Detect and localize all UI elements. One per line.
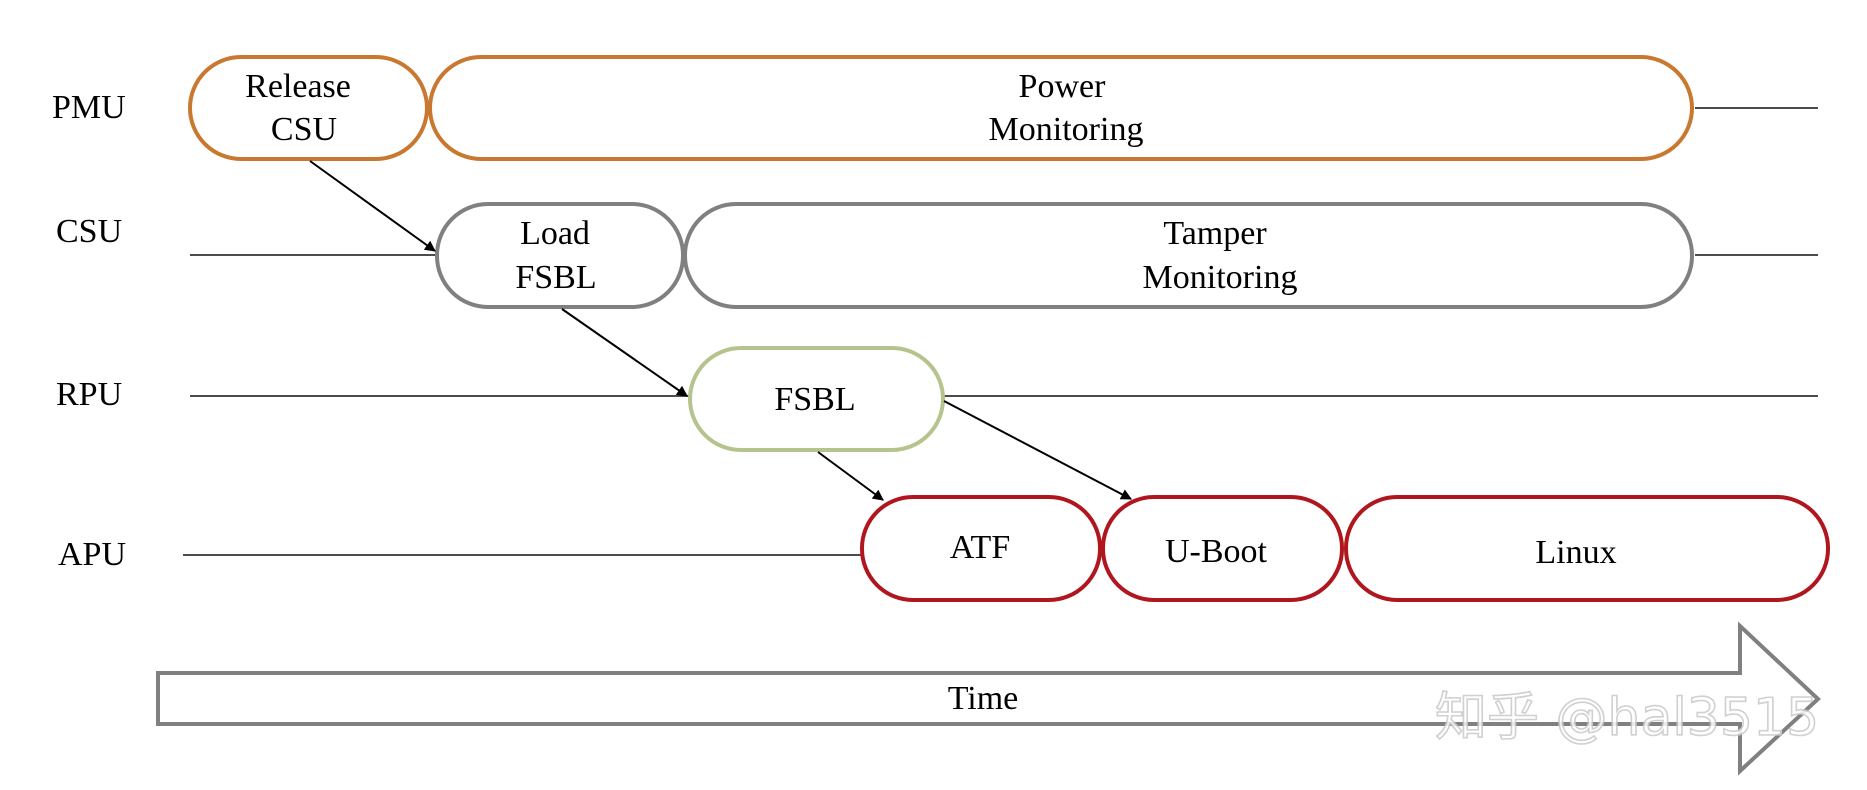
uboot-box: U-Boot: [1101, 495, 1344, 602]
lane-label-pmu: PMU: [52, 89, 126, 126]
arrow-fsbl-to-atf: [817, 451, 884, 501]
tamper-monitoring-box: Tamper Monitoring: [683, 202, 1694, 309]
release-csu-line2: CSU: [271, 111, 337, 148]
release-csu-line1: Release: [245, 68, 351, 105]
load-fsbl-line2: FSBL: [515, 259, 596, 296]
lane-label-csu: CSU: [56, 213, 122, 250]
fsbl-label: FSBL: [774, 381, 855, 418]
power-monitoring-line2: Monitoring: [989, 111, 1144, 148]
uboot-label: U-Boot: [1165, 533, 1268, 570]
tamper-monitoring-line2: Monitoring: [1143, 259, 1298, 296]
watermark: 知乎 @hal3515: [1435, 688, 1819, 748]
linux-label: Linux: [1535, 534, 1616, 571]
time-label: Time: [948, 680, 1019, 717]
power-monitoring-box: Power Monitoring: [428, 55, 1694, 161]
arrow-release-to-load: [309, 160, 436, 252]
linux-box: Linux: [1344, 495, 1830, 602]
lane-label-apu: APU: [58, 536, 126, 573]
atf-label: ATF: [950, 529, 1010, 566]
time-arrow: Time: [156, 621, 1821, 776]
release-csu-box: Release CSU: [188, 55, 429, 161]
load-fsbl-line1: Load: [520, 215, 590, 252]
tamper-monitoring-line1: Tamper: [1163, 215, 1267, 252]
power-monitoring-line1: Power: [1019, 68, 1107, 105]
load-fsbl-box: Load FSBL: [435, 202, 685, 309]
lane-label-rpu: RPU: [56, 376, 122, 413]
fsbl-box: FSBL: [688, 346, 945, 452]
atf-box: ATF: [860, 495, 1102, 602]
arrow-load-to-fsbl: [561, 308, 688, 397]
arrow-fsbl-to-uboot: [943, 400, 1132, 500]
